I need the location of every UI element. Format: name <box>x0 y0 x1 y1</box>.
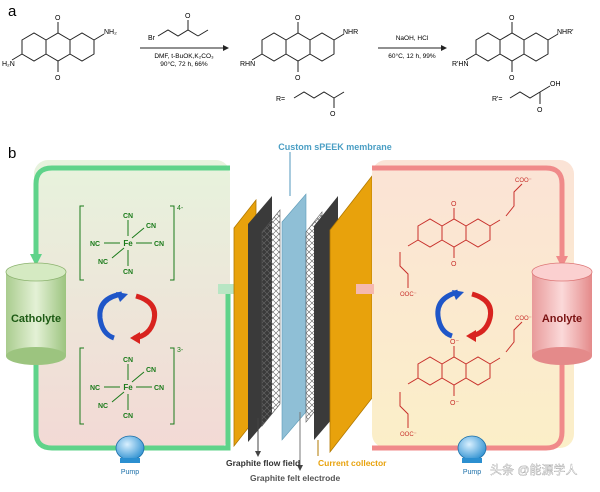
anolyte-label: Anolyte <box>542 313 582 325</box>
carboxylate-label: OOC⁻ <box>400 292 417 298</box>
ferricyanide-bottom <box>79 347 175 425</box>
charge-4minus: 4- <box>177 205 184 212</box>
rhn-label: RHN <box>240 61 255 68</box>
r-definition: R= <box>276 96 285 103</box>
panel-b-label: b <box>8 145 16 162</box>
carboxylate-label: OOC⁻ <box>400 432 417 438</box>
anthrahydroquinone-bottom <box>399 321 523 428</box>
nc-label: NC <box>90 385 100 392</box>
reduction-arrow-icon <box>435 289 459 339</box>
pump-label: Pump <box>121 469 139 476</box>
cn-label: CN <box>123 213 133 220</box>
red-arrowhead-icon <box>466 330 476 342</box>
phenolate-o: O⁻ <box>450 339 459 346</box>
nc-label: NC <box>98 403 108 410</box>
h2n-label: H₂N <box>2 61 15 68</box>
felt-electrode-left <box>261 209 281 427</box>
pump-left <box>115 435 145 463</box>
cn-label: CN <box>154 385 164 392</box>
acid-carbonyl-o: O <box>537 107 543 114</box>
fe-label: Fe <box>123 383 133 392</box>
cell-stack <box>233 174 373 454</box>
membrane-label: Custom sPEEK membrane <box>278 142 392 152</box>
blue-arrowhead-icon <box>452 290 464 300</box>
felt-label: Graphite felt electrode <box>250 473 340 483</box>
carbonyl-o: O <box>55 15 61 22</box>
nh2-label: NH₂ <box>104 29 117 36</box>
red-arrowhead-icon <box>130 332 140 344</box>
blue-arrowhead-icon <box>116 292 128 302</box>
nc-label: NC <box>90 241 100 248</box>
step1-yield: 90°C, 72 h, 66% <box>160 60 208 68</box>
intermediate-molecule <box>251 22 345 108</box>
quinone-o: O <box>451 261 457 268</box>
cn-label: CN <box>146 223 156 230</box>
nc-label: NC <box>98 259 108 266</box>
cn-label: CN <box>154 241 164 248</box>
watermark: 头条 @能源学人 <box>490 462 578 477</box>
anolyte-tank <box>531 262 593 365</box>
rhn-prime-label: R'HN <box>452 61 469 68</box>
collector-label: Current collector <box>318 458 387 468</box>
ferricyanide-top <box>79 205 175 281</box>
carbonyl-o: O <box>295 75 301 82</box>
catholyte-label: Catholyte <box>11 313 61 325</box>
fe-label: Fe <box>123 239 133 248</box>
catholyte-compartment <box>34 160 230 448</box>
catholyte-tank <box>5 262 67 365</box>
spEEK-membrane <box>281 193 307 441</box>
reduction-arrow-icon <box>97 291 123 341</box>
reagent-o: O <box>185 13 191 20</box>
reagent-structure <box>157 20 209 37</box>
carbonyl-o: O <box>295 15 301 22</box>
oxidation-arrow-icon <box>469 291 494 339</box>
final-molecule <box>465 22 559 104</box>
carboxylate-label: COO⁻ <box>515 316 532 322</box>
anolyte-compartment <box>372 160 574 448</box>
anolyte-loop-top <box>372 165 565 262</box>
catholyte-loop-top <box>33 165 230 260</box>
anthraquinone-top <box>399 183 523 288</box>
carbonyl-o: O <box>509 15 515 22</box>
pump-right <box>457 435 487 463</box>
reagent-br: Br <box>148 35 156 42</box>
quinone-o: O <box>451 201 457 208</box>
anolyte-inlet <box>356 284 374 294</box>
oh-label: OH <box>550 81 561 88</box>
catholyte-flow-arrow <box>30 254 42 266</box>
cn-label: CN <box>123 269 133 276</box>
step2-conditions: 60°C, 12 h, 99% <box>388 52 436 60</box>
catholyte-inlet <box>218 284 236 294</box>
start-molecule <box>11 22 105 72</box>
anolyte-flow-arrow <box>556 256 568 268</box>
step2-reagents: NaOH, HCl <box>396 35 429 42</box>
r-prime-definition: R'= <box>492 96 502 103</box>
cn-label: CN <box>123 413 133 420</box>
cn-label: CN <box>123 357 133 364</box>
charge-3minus: 3- <box>177 347 184 354</box>
carboxylate-label: COO⁻ <box>515 178 532 184</box>
oxidation-arrow-icon <box>133 293 158 341</box>
cn-label: CN <box>146 367 156 374</box>
anolyte-loop-bottom <box>372 362 565 451</box>
phenolate-o: O⁻ <box>450 400 459 407</box>
catholyte-loop-bottom <box>33 294 231 451</box>
r-carbonyl-o: O <box>330 111 336 118</box>
carbonyl-o: O <box>509 75 515 82</box>
flow-field-label: Graphite flow field <box>226 458 300 468</box>
panel-a-label: a <box>8 3 17 20</box>
nhr-label: NHR <box>343 29 358 36</box>
carbonyl-o: O <box>55 75 61 82</box>
step1-conditions: DMF, t-BuOK,K₂CO₃ <box>154 53 214 60</box>
nhr-prime-label: NHR' <box>557 29 574 36</box>
pump-label: Pump <box>463 469 481 476</box>
